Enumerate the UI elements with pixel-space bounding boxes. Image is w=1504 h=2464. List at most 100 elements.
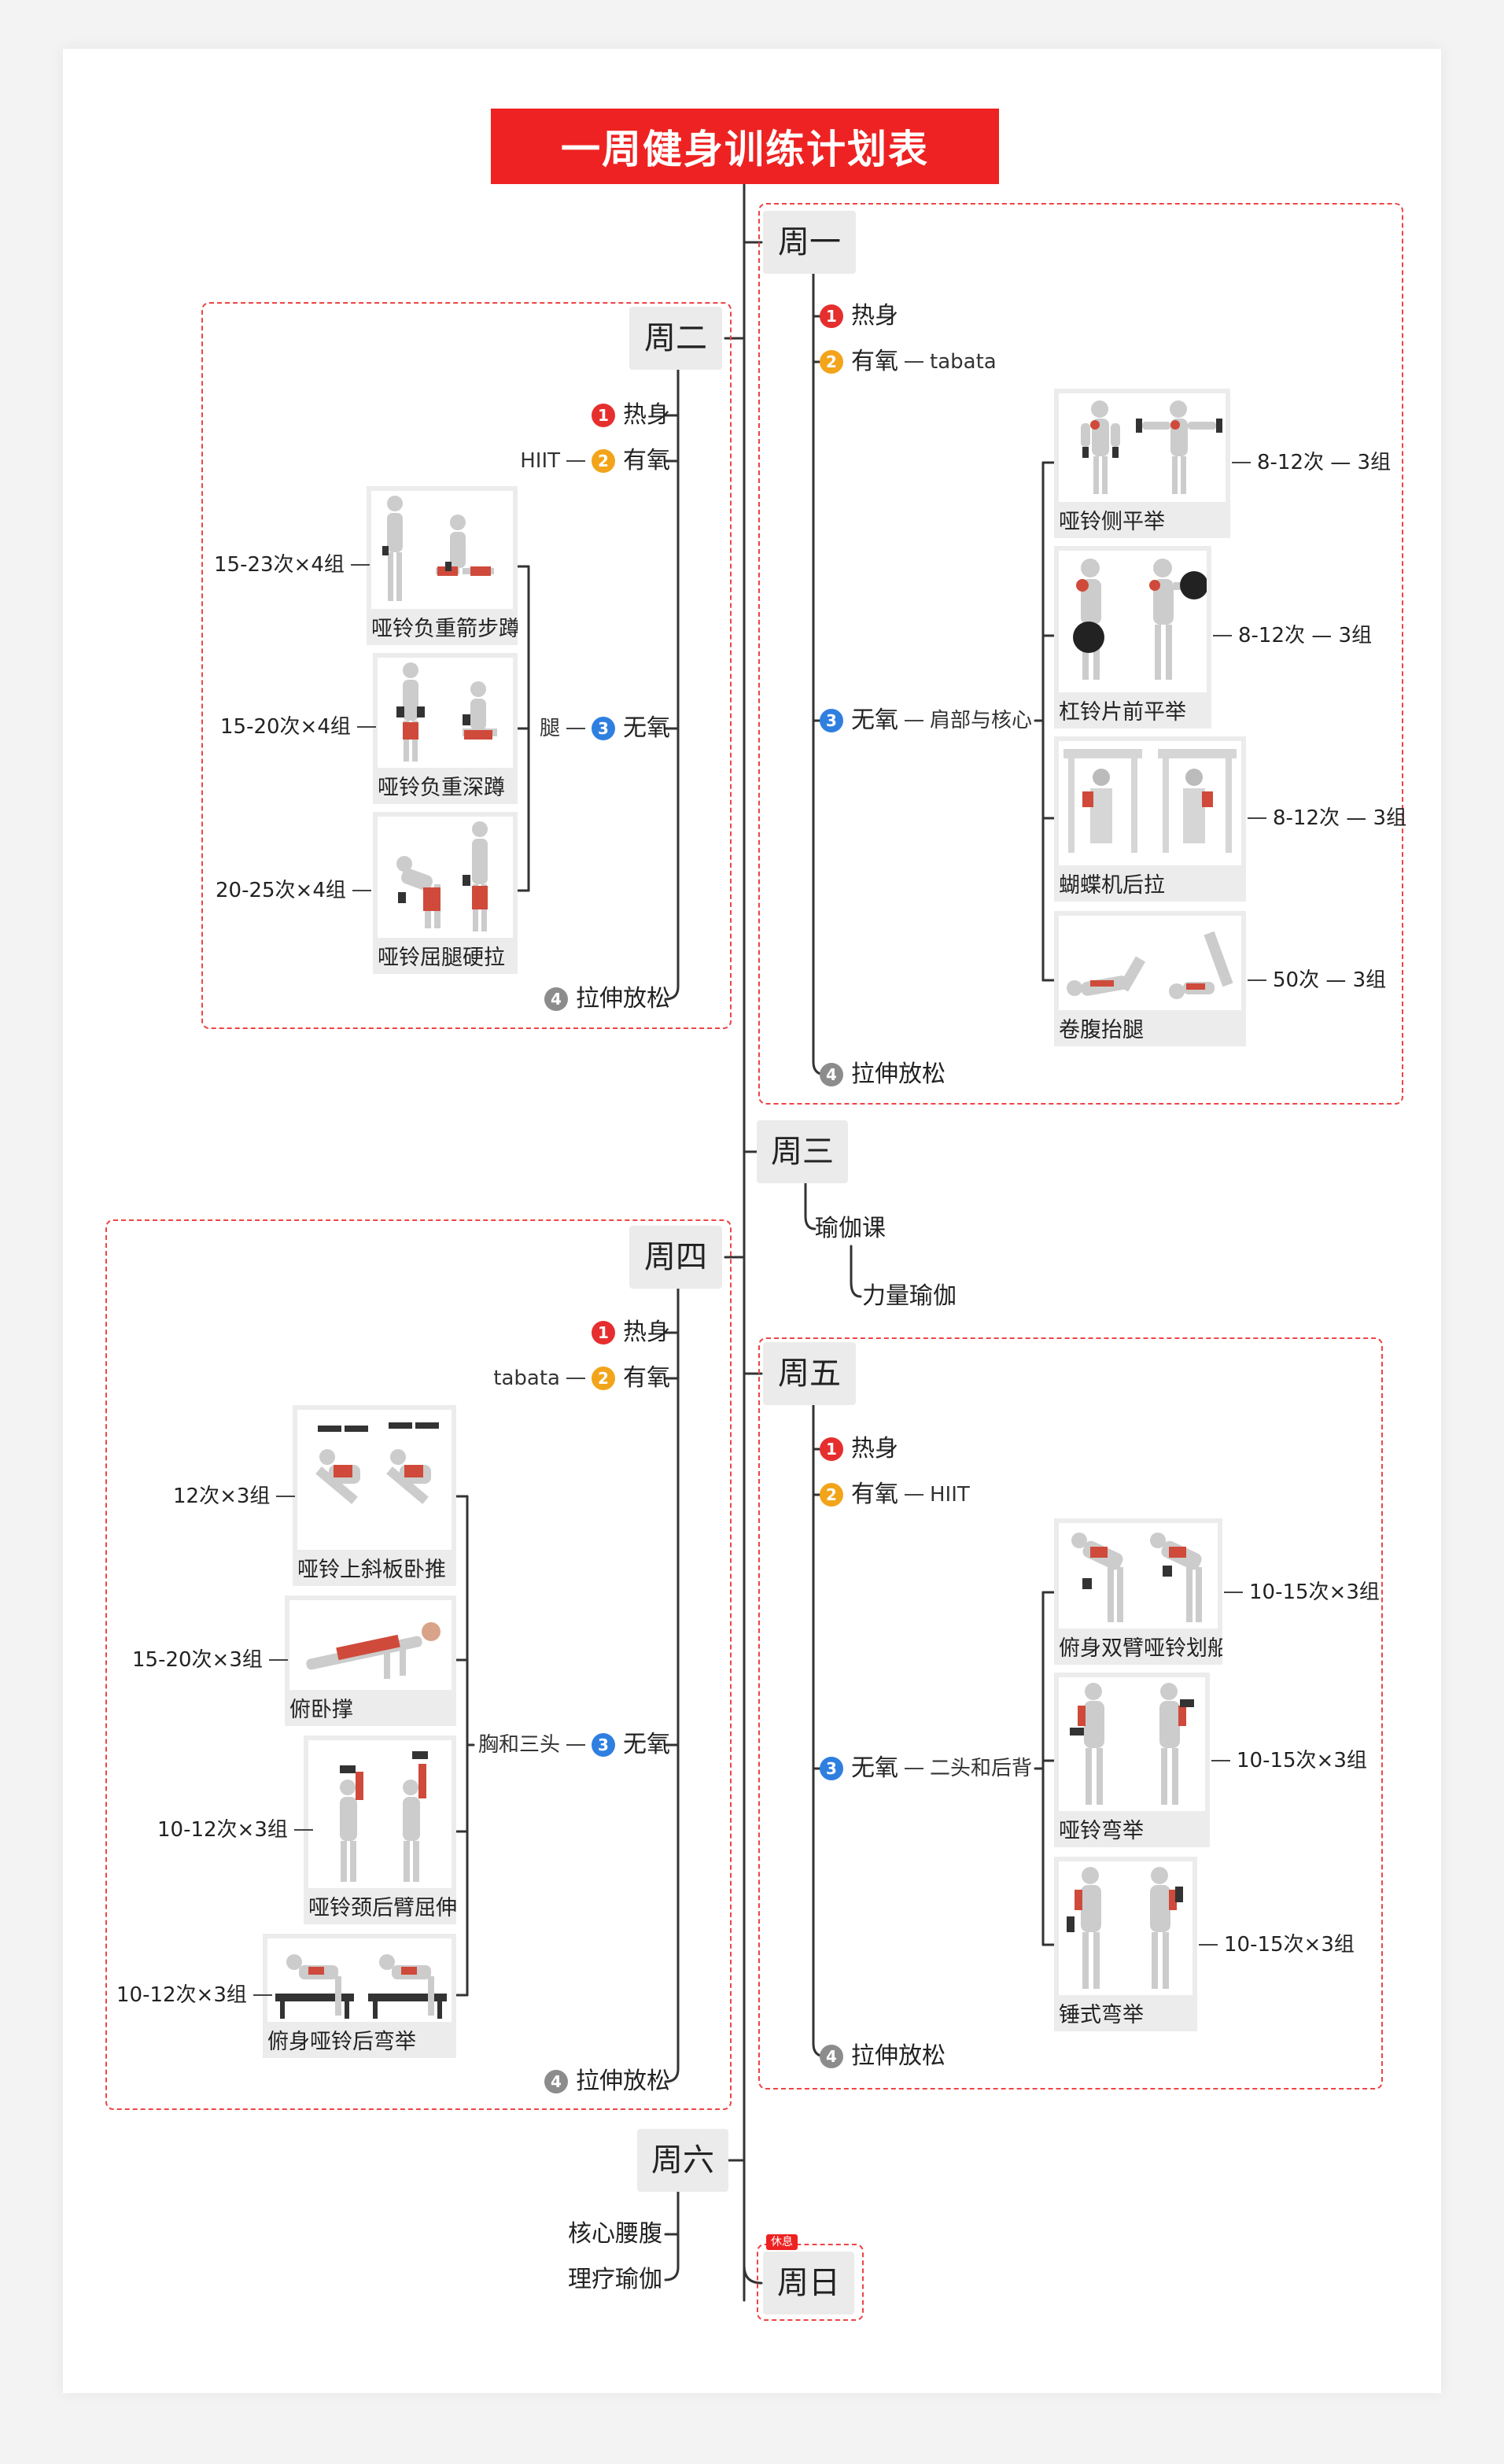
friday-warmup[interactable]: 1 热身 [820,1432,898,1466]
exercise-name: 哑铃弯举 [1054,1816,1210,1847]
exercise-reps: 15-20次×4组 [220,711,382,743]
exercise-card[interactable]: 俯卧撑 [285,1595,456,1726]
exercise-card[interactable]: 俯身双臂哑铃划船 [1054,1518,1222,1665]
number-one-icon: 1 [820,304,843,328]
exercise-card[interactable]: 俯身哑铃后弯举 [263,1934,456,2058]
number-three-icon: 3 [592,1733,615,1757]
exercise-illustration [1059,916,1241,1010]
day-node-monday[interactable]: 周一 [763,211,856,274]
connector-dash [1248,979,1266,981]
day-node-thursday[interactable]: 周四 [629,1226,722,1289]
friday-stretch[interactable]: 4 拉伸放松 [820,2039,946,2074]
day-node-saturday[interactable]: 周六 [637,2129,728,2192]
wednesday-class[interactable]: 瑜伽课 [815,1215,886,1242]
exercise-card[interactable]: 哑铃弯举 [1054,1673,1210,1847]
day-node-sunday[interactable]: 周日 [763,2252,854,2315]
stretch-label: 拉伸放松 [851,2042,946,2070]
exercise-reps: 50次 — 3组 [1248,965,1386,996]
friday-cardio[interactable]: 2 有氧 HIIT [820,1477,970,1512]
thursday-stretch[interactable]: 4 拉伸放松 [519,2064,670,2099]
monday-cardio[interactable]: 2 有氧 tabata [820,345,997,379]
cardio-detail: HIIT [930,1483,970,1507]
tuesday-strength[interactable]: 腿 3 无氧 [522,711,670,746]
thursday-strength[interactable]: 胸和三头 3 无氧 [466,1728,670,1762]
exercise-card[interactable]: 卷腹抬腿 [1054,911,1246,1046]
day-node-friday[interactable]: 周五 [763,1342,856,1405]
exercise-card[interactable]: 锤式弯举 [1054,1857,1197,2031]
number-two-icon: 2 [592,449,615,473]
cardio-label: 有氧 [851,1481,898,1508]
exercise-reps: 15-23次×4组 [214,549,376,581]
stretch-label: 拉伸放松 [576,985,670,1013]
exercise-card[interactable]: 哑铃侧平举 [1054,389,1230,538]
monday-warmup[interactable]: 1 热身 [820,299,898,334]
strength-detail: 胸和三头 [477,1733,560,1757]
exercise-card[interactable]: 杠铃片前平举 [1054,546,1211,729]
exercise-reps: 10-12次×3组 [116,1979,278,2011]
exercise-reps: 10-15次×3组 [1211,1745,1367,1776]
connector-dash [566,728,585,729]
connector-dash [276,1496,296,1497]
exercise-illustration [1059,1523,1218,1629]
friday-strength[interactable]: 3 无氧 二头和后背 [820,1751,1032,1786]
exercise-card[interactable]: 哑铃负重箭步蹲 [367,486,518,645]
connector-dash [1232,462,1251,463]
monday-strength[interactable]: 3 无氧 肩部与核心 [820,703,1032,738]
cardio-detail: tabata [493,1367,560,1390]
tuesday-cardio[interactable]: HIIT 2 有氧 [472,444,670,478]
cardio-label: 有氧 [623,1364,670,1392]
exercise-reps: 8-12次 — 3组 [1232,447,1391,478]
exercise-card[interactable]: 蝴蝶机后拉 [1054,736,1246,902]
strength-detail: 肩部与核心 [930,709,1033,732]
day-node-tuesday[interactable]: 周二 [629,307,722,370]
exercise-name: 锤式弯举 [1054,2000,1197,2031]
connector-dash [253,1994,272,1996]
exercise-card[interactable]: 哑铃屈腿硬拉 [373,812,518,974]
saturday-item[interactable]: 核心腰腹 [568,2220,662,2248]
tuesday-group-box [201,302,732,1029]
thursday-warmup[interactable]: 1 热身 [582,1315,670,1350]
connector-dash [268,1659,288,1661]
sunday-group-box [757,2244,864,2321]
exercise-name: 哑铃屈腿硬拉 [373,942,518,974]
day-node-wednesday[interactable]: 周三 [757,1120,848,1183]
tuesday-warmup[interactable]: 1 热身 [582,398,670,433]
exercise-reps: 8-12次 — 3组 [1248,802,1406,834]
exercise-name: 哑铃上斜板卧推 [293,1555,456,1586]
monday-stretch[interactable]: 4 拉伸放松 [820,1057,946,1092]
number-two-icon: 2 [820,350,843,374]
connector-dash [1248,817,1266,819]
number-one-icon: 1 [592,404,615,427]
friday-group-box [758,1337,1383,2090]
connector-dash [356,726,376,728]
exercise-illustration [1059,1861,1193,1995]
strength-label: 无氧 [851,706,898,734]
strength-label: 无氧 [623,714,670,742]
exercise-name: 蝴蝶机后拉 [1054,870,1246,902]
exercise-illustration [1059,551,1207,692]
exercise-card[interactable]: 哑铃负重深蹲 [373,653,518,804]
exercise-illustration [289,1600,452,1690]
page-title: 一周健身训练计划表 [491,109,999,184]
number-two-icon: 2 [820,1483,843,1507]
cardio-label: 有氧 [851,348,898,375]
number-two-icon: 2 [592,1367,615,1390]
warmup-label: 热身 [851,1435,898,1463]
number-three-icon: 3 [820,709,843,732]
exercise-name: 俯身双臂哑铃划船 [1054,1633,1222,1665]
thursday-cardio[interactable]: tabata 2 有氧 [456,1361,670,1396]
exercise-illustration [378,658,513,768]
connector-dash [1199,1944,1218,1946]
tuesday-stretch[interactable]: 4 拉伸放松 [519,982,670,1016]
connector-dash [1213,635,1232,636]
exercise-card[interactable]: 哑铃颈后臂屈伸 [304,1735,456,1924]
exercise-card[interactable]: 哑铃上斜板卧推 [293,1405,456,1586]
number-four-icon: 4 [544,987,568,1011]
saturday-item[interactable]: 理疗瑜伽 [568,2266,662,2293]
rest-badge: 休息 [766,2234,798,2250]
exercise-illustration [308,1740,452,1888]
wednesday-sub[interactable]: 力量瑜伽 [862,1282,957,1310]
stretch-label: 拉伸放松 [576,2067,670,2095]
connector-dash [1224,1592,1243,1593]
